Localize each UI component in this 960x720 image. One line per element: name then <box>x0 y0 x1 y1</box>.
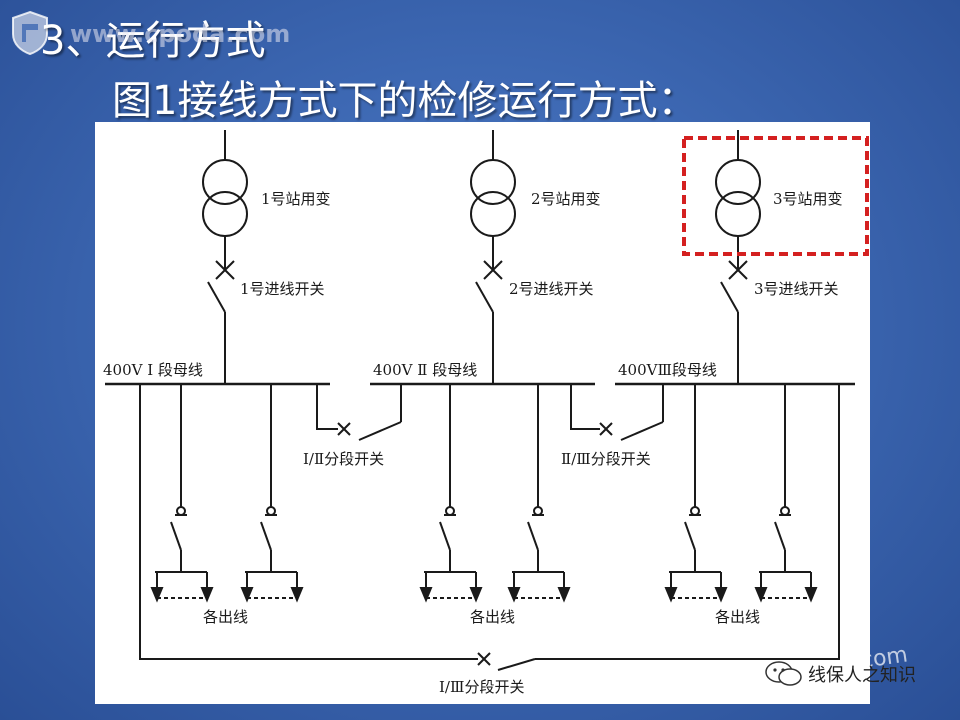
transformer-1-secondary-coil <box>202 191 248 237</box>
shield-logo-icon <box>12 10 48 56</box>
transformer-1-label: 1号站用变 <box>261 190 331 208</box>
slide-subheading: 图1接线方式下的检修运行方式： <box>112 78 698 124</box>
watermark-top: www.cpoda.com <box>70 20 291 48</box>
watermark-text: 线保人之知识 <box>808 665 916 686</box>
feeder-5 <box>664 384 728 603</box>
slide-heading: 3、运行方式 <box>40 18 266 64</box>
busbar-2-label: 400V Ⅱ 段母线 <box>373 361 477 379</box>
transformer-1-primary-coil <box>202 159 248 205</box>
feeder-4 <box>507 384 571 603</box>
tie-switch-1-2-label: Ⅰ/Ⅱ分段开关 <box>303 450 384 468</box>
feeder-6 <box>754 384 818 603</box>
transformer-1 <box>202 130 248 384</box>
tie-switch-1-2 <box>316 384 402 441</box>
tie-switch-2-3 <box>570 384 664 441</box>
tie-switch-2-3-label: Ⅱ/Ⅲ分段开关 <box>561 450 651 468</box>
feeder-group-3-label: 各出线 <box>715 608 760 626</box>
transformer-3 <box>715 130 761 384</box>
feeder-group-2-label: 各出线 <box>470 608 515 626</box>
wiring-diagram: 1号站用变 1号进线开关 2号站用变 2号进线开关 3号站用变 3号进线 <box>103 130 869 696</box>
incoming-switch-2-label: 2号进线开关 <box>509 280 594 298</box>
feeder-2 <box>240 384 304 603</box>
transformer-3-label: 3号站用变 <box>773 190 843 208</box>
watermark-bottom: d.com 线保人之知识 <box>760 642 960 715</box>
feeder-3 <box>419 384 483 603</box>
tie-switch-1-3-label: Ⅰ/Ⅲ分段开关 <box>439 678 524 696</box>
busbar-1-label: 400V Ⅰ 段母线 <box>103 361 203 379</box>
feeder-1 <box>150 384 214 603</box>
tie-switch-1-3 <box>139 384 840 671</box>
transformer-2-label: 2号站用变 <box>531 190 601 208</box>
transformer-3-highlight-box <box>682 136 869 256</box>
incoming-switch-3-label: 3号进线开关 <box>754 280 839 298</box>
incoming-switch-1-blade <box>207 281 226 313</box>
feeder-group-1-label: 各出线 <box>203 608 248 626</box>
wechat-icon <box>765 661 802 686</box>
wiring-diagram-panel: 1号站用变 1号进线开关 2号站用变 2号进线开关 3号站用变 3号进线 <box>95 122 870 704</box>
incoming-switch-1-label: 1号进线开关 <box>240 280 325 298</box>
transformer-2 <box>470 130 516 384</box>
busbar-3-label: 400VⅢ段母线 <box>618 361 717 379</box>
